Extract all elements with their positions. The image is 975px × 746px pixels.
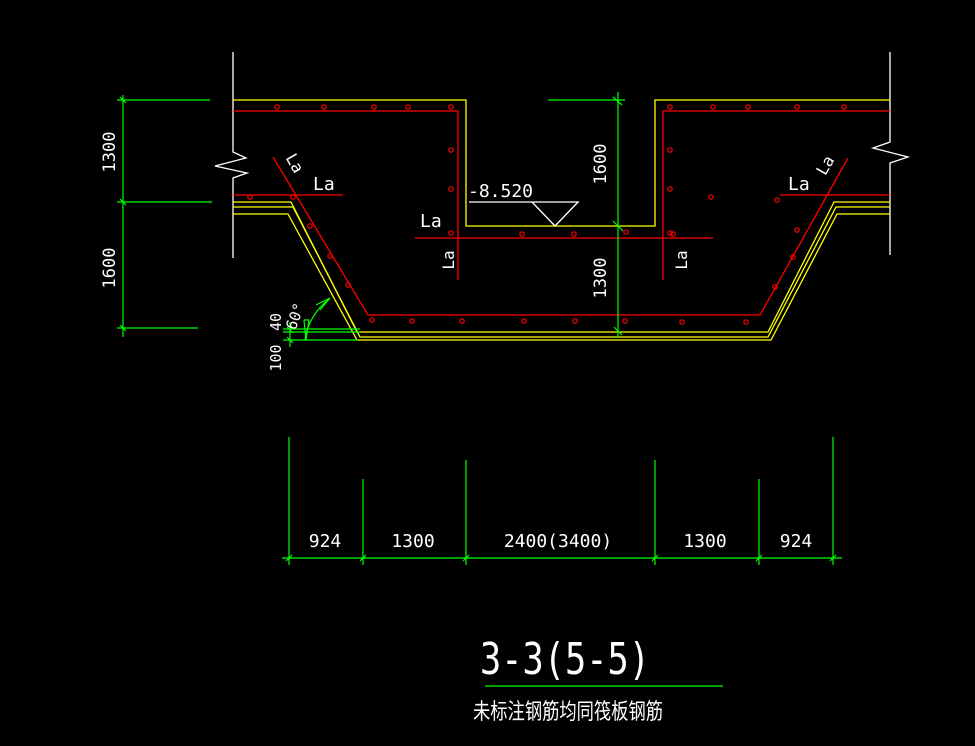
- rebar-dot: [710, 104, 716, 110]
- rebar-label-la-left-horizontal: La: [313, 174, 335, 195]
- rebar-dots: [247, 104, 847, 325]
- rebar-dot: [622, 318, 628, 324]
- rebar-dot: [409, 318, 415, 324]
- rebar-dot: [274, 104, 280, 110]
- left-dim-lower-label: 1600: [100, 248, 120, 289]
- bottom-dim-label-5: 924: [780, 531, 813, 552]
- center-dimension-lines: [548, 92, 625, 338]
- center-dim-lower-label: 1300: [591, 258, 611, 299]
- rebar-dot: [790, 254, 796, 260]
- rebar-dot: [670, 231, 676, 237]
- rebar-lines: [233, 110, 890, 316]
- rebar-dot: [307, 223, 313, 229]
- rebar-dot: [459, 318, 465, 324]
- rebar-dot: [448, 186, 454, 192]
- slope-offset-bottom-label: 100: [267, 344, 285, 371]
- rebar-dot: [667, 104, 673, 110]
- center-dim-upper-label: 1600: [591, 144, 611, 185]
- rebar-dot: [667, 147, 673, 153]
- rebar-dot: [679, 319, 685, 325]
- rebar-dot: [448, 104, 454, 110]
- right-wall-break-line: [870, 52, 911, 255]
- rebar-dot: [448, 230, 454, 236]
- rebar-label-la-left-slope: La: [282, 150, 308, 176]
- rebar-dot: [745, 104, 751, 110]
- slope-offset-top-label: 40: [267, 313, 285, 331]
- rebar-label-la-right-horizontal: La: [788, 174, 810, 195]
- rebar-label-la-center-left: La: [420, 211, 442, 232]
- bottom-dim-label-1: 924: [309, 531, 342, 552]
- bottom-dimension-lines: [282, 437, 842, 565]
- rebar-dot: [571, 231, 577, 237]
- rebar-dot: [743, 319, 749, 325]
- rebar-label-la-center-left-vertical: La: [439, 250, 458, 269]
- rebar-dot: [371, 104, 377, 110]
- rebar-dot: [708, 194, 714, 200]
- slope-dimension: [283, 297, 360, 347]
- bottom-dim-label-2: 1300: [391, 531, 434, 552]
- bottom-dim-label-3: 2400(3400): [504, 531, 612, 552]
- bottom-dim-label-4: 1300: [683, 531, 726, 552]
- rebar-dot: [321, 104, 327, 110]
- rebar-dot: [290, 194, 296, 200]
- rebar-label-la-center-right-vertical: La: [672, 250, 691, 269]
- rebar-dot: [247, 194, 253, 200]
- rebar-dot: [369, 317, 375, 323]
- section-title: 3-3(5-5): [480, 634, 650, 685]
- rebar-dot: [667, 186, 673, 192]
- section-note: 未标注钢筋均同筏板钢筋: [473, 700, 663, 725]
- rebar-dot: [521, 318, 527, 324]
- rebar-dot: [327, 253, 333, 259]
- rebar-dot: [448, 147, 454, 153]
- left-dim-upper-label: 1300: [100, 132, 120, 173]
- rebar-label-la-right-slope: La: [812, 152, 838, 178]
- rebar-dot: [623, 229, 629, 235]
- rebar-dot: [841, 104, 847, 110]
- rebar-dot: [345, 282, 351, 288]
- left-dimension-lines: [117, 95, 212, 337]
- elevation-marker: [469, 201, 579, 227]
- rebar-dot: [519, 231, 525, 237]
- elevation-label: -8.520: [468, 181, 533, 202]
- left-wall-break-line: [214, 52, 250, 258]
- concrete-outline: [233, 99, 890, 341]
- rebar-dot: [572, 318, 578, 324]
- rebar-dot: [794, 104, 800, 110]
- rebar-dot: [794, 227, 800, 233]
- rebar-dot: [774, 197, 780, 203]
- rebar-dot: [772, 284, 778, 290]
- rebar-dot: [405, 104, 411, 110]
- rebar-dot: [667, 230, 673, 236]
